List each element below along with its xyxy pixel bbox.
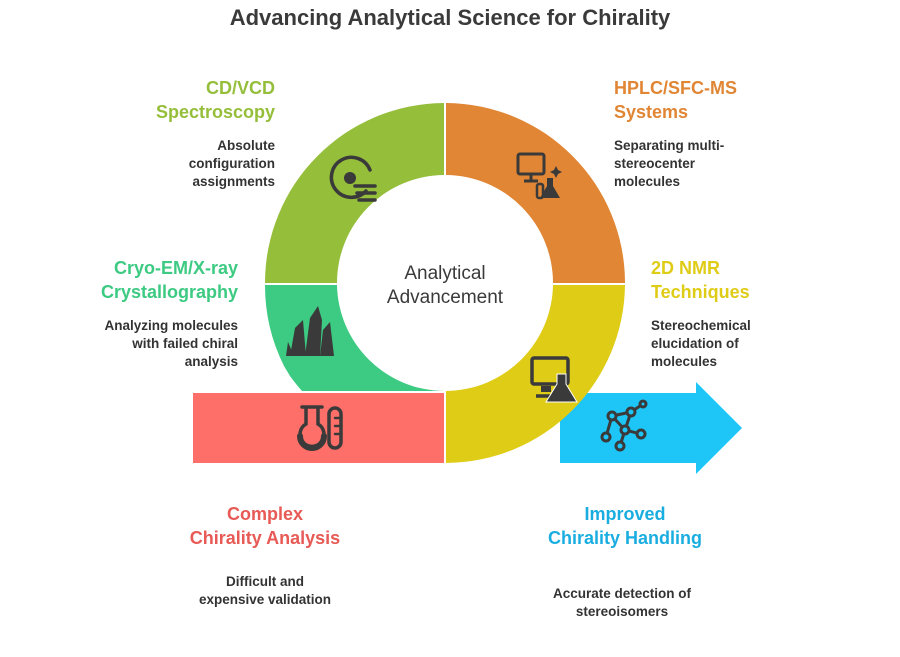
- hplc-desc-line3: molecules: [614, 174, 681, 189]
- cryo-label-line2: Crystallography: [100, 282, 238, 302]
- spectroscopy-disc-icon: [329, 155, 377, 202]
- diagram-title: Advancing Analytical Science for Chirali…: [229, 5, 671, 30]
- hplc-label: HPLC/SFC-MS Systems: [614, 76, 854, 124]
- cd-vcd-label-line2: Spectroscopy: [155, 102, 275, 122]
- complex-desc-line1: Difficult and: [226, 574, 304, 589]
- complex-label: Complex Chirality Analysis: [150, 502, 380, 550]
- hplc-desc-line1: Separating multi-: [614, 138, 725, 153]
- improved-label-line2: Chirality Handling: [547, 528, 702, 548]
- segment-cryo: [264, 285, 444, 391]
- hplc-desc-line2: stereocenter: [614, 156, 696, 171]
- cryo-desc-line1: Analyzing molecules: [104, 318, 238, 333]
- improved-label: Improved Chirality Handling: [510, 502, 740, 550]
- computer-flask-icon: [516, 152, 562, 200]
- cryo-label: Cryo-EM/X-ray Crystallography: [30, 256, 238, 304]
- cryo-desc-line3: analysis: [184, 354, 238, 369]
- cd-vcd-label: CD/VCD Spectroscopy: [60, 76, 275, 124]
- crystals-icon: [286, 306, 334, 356]
- complex-label-line1: Complex: [226, 504, 304, 524]
- flask-thermometer-icon: [297, 405, 343, 451]
- cd-vcd-desc-line3: assignments: [192, 174, 275, 189]
- nmr-label-line2: Techniques: [651, 282, 750, 302]
- cryo-desc: Analyzing molecules with failed chiral a…: [30, 317, 238, 371]
- nmr-label: 2D NMR Techniques: [651, 256, 871, 304]
- hplc-desc: Separating multi- stereocenter molecules: [614, 137, 854, 191]
- segment-cd-vcd: [265, 103, 444, 283]
- improved-desc: Accurate detection of stereoisomers: [507, 585, 737, 621]
- segment-nmr: [446, 285, 625, 463]
- improved-desc-line2: stereoisomers: [575, 604, 669, 619]
- nmr-desc-line1: Stereochemical: [651, 318, 751, 333]
- nmr-label-line1: 2D NMR: [651, 258, 721, 278]
- cd-vcd-label-line1: CD/VCD: [205, 78, 275, 98]
- center-line-1: Analytical: [404, 263, 486, 284]
- cryo-label-line1: Cryo-EM/X-ray: [113, 258, 238, 278]
- center-label: Analytical Advancement: [345, 262, 545, 310]
- cd-vcd-desc-line1: Absolute: [217, 138, 275, 153]
- hplc-label-line2: Systems: [614, 102, 689, 122]
- monitor-flask-icon: [530, 356, 578, 403]
- complex-desc-line2: expensive validation: [198, 592, 332, 607]
- improved-arrow: [560, 382, 742, 474]
- complex-label-line2: Chirality Analysis: [189, 528, 341, 548]
- nmr-desc: Stereochemical elucidation of molecules: [651, 317, 871, 371]
- nmr-desc-line2: elucidation of: [651, 336, 739, 351]
- complex-desc: Difficult and expensive validation: [150, 573, 380, 609]
- hplc-label-line1: HPLC/SFC-MS: [614, 78, 737, 98]
- cd-vcd-desc-line2: configuration: [188, 156, 275, 171]
- nmr-desc-line3: molecules: [651, 354, 718, 369]
- improved-label-line1: Improved: [584, 504, 666, 524]
- center-line-2: Advancement: [386, 287, 504, 308]
- improved-desc-line1: Accurate detection of: [552, 586, 692, 601]
- cd-vcd-desc: Absolute configuration assignments: [60, 137, 275, 191]
- complex-bar: [193, 393, 444, 463]
- cryo-desc-line2: with failed chiral: [132, 336, 238, 351]
- segment-hplc: [446, 103, 625, 283]
- molecule-network-icon: [600, 399, 648, 452]
